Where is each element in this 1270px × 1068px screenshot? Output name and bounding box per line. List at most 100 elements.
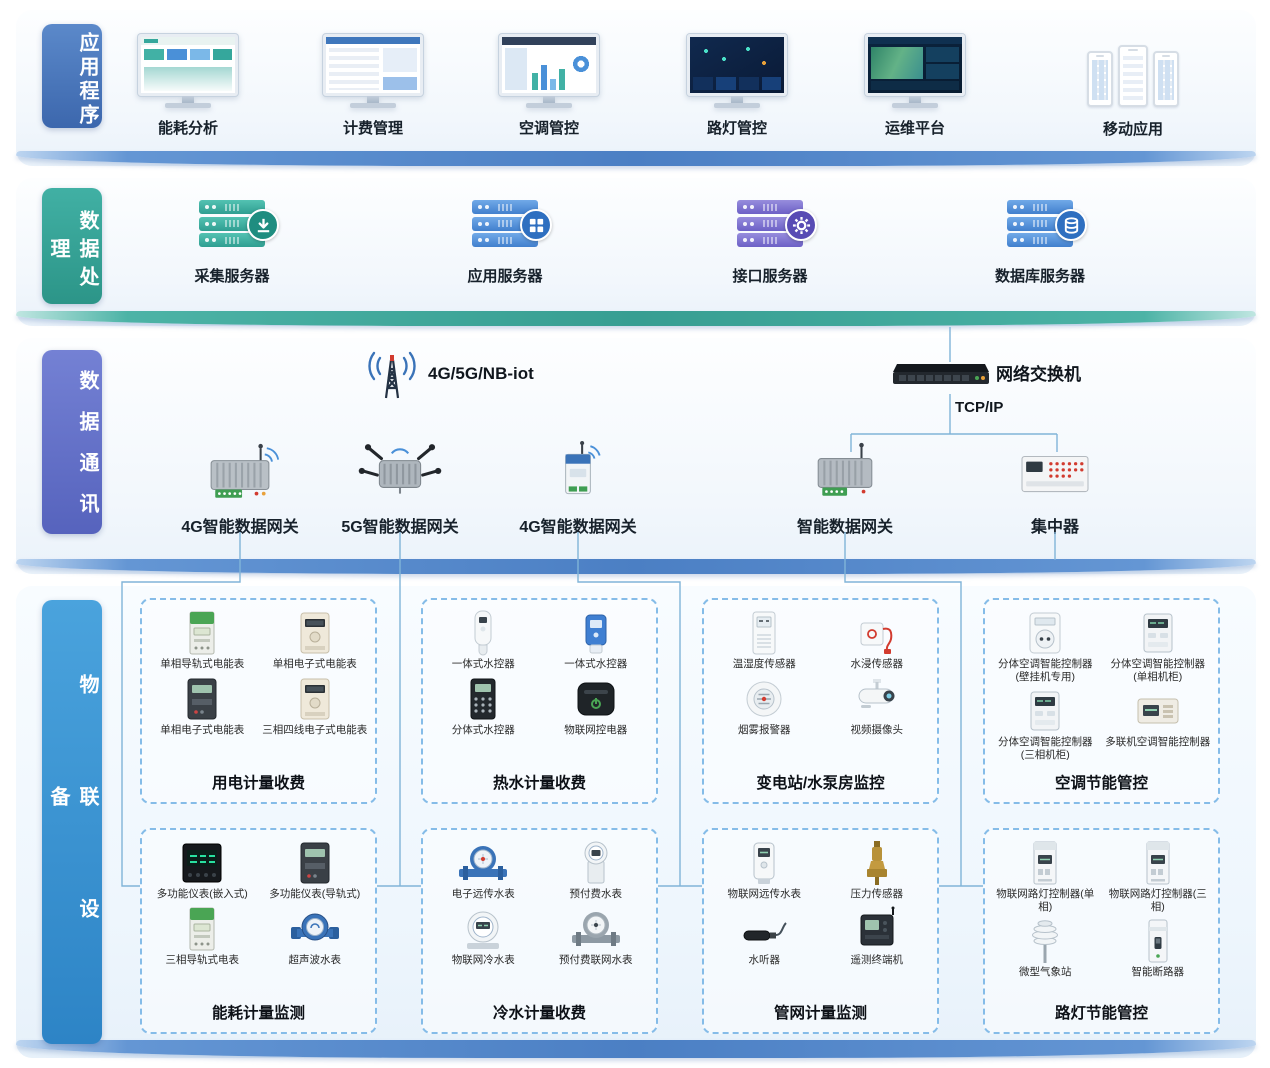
device-label: 物联网冷水表 — [451, 954, 515, 966]
server-database-icon — [1007, 200, 1087, 250]
platform-edge — [16, 311, 1256, 326]
device-group-title: 冷水计量收费 — [492, 1005, 586, 1022]
device-group-electricity-metering: 单相导轨式电能表 单相电子式电能表 单相电子式电能表 三相四线电子式电能表 用电… — [140, 598, 377, 804]
applications-band-tab: 应用程序 — [42, 24, 102, 128]
energy-dashboard-screen — [138, 34, 238, 96]
device-item: 温湿度传感器 — [708, 608, 821, 672]
device-label: 多功能仪表(嵌入式) — [156, 888, 248, 900]
device-label: 分体式水控器 — [451, 724, 515, 736]
device-group-title: 用电计量收费 — [211, 775, 305, 792]
device-label: 分体空调智能控制器(三相机柜) — [998, 736, 1093, 762]
monitor-neck — [909, 96, 921, 103]
device-item: 水浸传感器 — [821, 608, 934, 672]
communication-band: 数据通讯 4G/5G/NB-iot 网络交换机 TCP/IP 4G智能数据网关 … — [16, 338, 1256, 574]
gear-icon — [785, 209, 817, 241]
smoke-detector-icon — [708, 674, 821, 724]
monitor-neck — [182, 96, 194, 103]
device-group-cold-water-metering: 电子远传水表 预付费水表 物联网冷水表 预付费联网水表 冷水计量收费 — [421, 828, 658, 1034]
device-item: 物联网路灯控制器(单相) — [989, 838, 1102, 914]
device-label: 分体空调智能控制器(单相机柜) — [1110, 658, 1206, 684]
device-item: 物联网远传水表 — [708, 838, 821, 902]
platform-edge — [16, 1040, 1256, 1058]
device-label: 一体式水控器 — [451, 658, 515, 670]
device-item: 压力传感器 — [821, 838, 934, 902]
device-label: 物联网远传水表 — [727, 888, 802, 900]
ac-controller-meter-icon — [1102, 608, 1215, 658]
server-apps-icon — [472, 200, 552, 250]
device-item: 单相导轨式电能表 — [146, 608, 259, 672]
monitor-neck — [543, 96, 555, 103]
network-switch-label: 网络交换机 — [996, 365, 1081, 384]
device-label: 物联网路灯控制器(三相) — [1108, 888, 1207, 914]
meter-dark-icon — [146, 674, 259, 724]
device-label: 压力传感器 — [850, 888, 904, 900]
applications-band: 应用程序 能耗分析 计费管理 空调管控 — [16, 10, 1256, 166]
app-label: 计费管理 — [342, 120, 403, 137]
device-item: 智能断路器 — [1102, 916, 1215, 980]
monitor-neck — [731, 96, 743, 103]
water-controller-blue-icon — [540, 608, 653, 658]
device-item: 单相电子式电能表 — [259, 608, 372, 672]
phone-icon — [1153, 51, 1179, 107]
server-label: 应用服务器 — [467, 268, 543, 285]
gateway-item-5g: 5G智能数据网关 — [310, 440, 490, 537]
phone-icon — [1118, 45, 1148, 107]
device-item: 一体式水控器 — [427, 608, 540, 672]
hydrophone-icon — [708, 904, 821, 954]
server-database: 数据库服务器 — [955, 200, 1125, 286]
device-label: 烟雾报警器 — [738, 724, 791, 736]
device-item: 视频摄像头 — [821, 674, 934, 738]
device-group-title: 空调节能管控 — [1054, 775, 1148, 792]
watermeter-vertical-icon — [540, 838, 653, 888]
wireless-protocol-label: 4G/5G/NB-iot — [428, 364, 534, 383]
device-label: 物联网控电器 — [564, 724, 628, 736]
concentrator-icon — [965, 440, 1145, 511]
ac-controller-rail-icon — [1102, 686, 1215, 736]
rtu-icon — [821, 904, 934, 954]
device-item: 多功能仪表(嵌入式) — [146, 838, 259, 902]
app-label: 移动应用 — [1102, 121, 1163, 138]
app-label: 运维平台 — [884, 120, 945, 137]
billing-dashboard-screen — [323, 34, 423, 96]
gateway-smart-icon — [755, 440, 935, 511]
device-group-title: 管网计量监测 — [773, 1005, 867, 1022]
gateway-item-4g-din: 4G智能数据网关 — [488, 440, 668, 537]
device-item: 三相四线电子式电能表 — [259, 674, 372, 738]
device-label: 视频摄像头 — [850, 724, 904, 736]
device-label: 遥测终端机 — [850, 954, 904, 966]
pressure-sensor-icon — [821, 838, 934, 888]
server-label: 数据库服务器 — [994, 268, 1085, 285]
device-label: 超声波水表 — [288, 954, 342, 966]
server-download-icon — [199, 200, 279, 250]
device-label: 水听器 — [748, 954, 781, 966]
server-label: 采集服务器 — [194, 268, 270, 285]
monitor-ac-dashboard-icon — [499, 34, 599, 108]
device-label: 单相导轨式电能表 — [160, 658, 245, 670]
processing-band: 数据处理 采集服务器 应用服务器 — [16, 178, 1256, 326]
device-item: 物联网冷水表 — [427, 904, 540, 968]
device-label: 预付费联网水表 — [559, 954, 633, 966]
device-item: 超声波水表 — [259, 904, 372, 968]
watermeter-grey-icon — [540, 904, 653, 954]
device-group-title: 热水计量收费 — [492, 775, 586, 792]
device-label: 单相电子式电能表 — [272, 658, 357, 670]
meter-green-icon — [146, 904, 259, 954]
server-interface-icon — [737, 200, 817, 250]
device-item: 电子远传水表 — [427, 838, 540, 902]
ultrasonic-meter-icon — [259, 904, 372, 954]
app-item-ops-platform: 运维平台 — [840, 34, 990, 138]
meter-green-icon — [146, 608, 259, 658]
device-item: 预付费联网水表 — [540, 904, 653, 968]
app-item-streetlight-control: 路灯管控 — [662, 34, 812, 138]
antenna-tower-icon — [360, 348, 424, 404]
phone-icon — [1087, 51, 1113, 107]
device-item: 单相电子式电能表 — [146, 674, 259, 738]
platform-edge — [16, 559, 1256, 574]
device-label: 多功能仪表(导轨式) — [269, 888, 361, 900]
device-label: 多联机空调智能控制器 — [1105, 736, 1211, 749]
platform-edge — [16, 151, 1256, 166]
monitor-base — [350, 103, 396, 108]
device-item: 烟雾报警器 — [708, 674, 821, 738]
meter-dark-icon — [259, 838, 372, 888]
gateway-4g-din-icon — [488, 440, 668, 511]
